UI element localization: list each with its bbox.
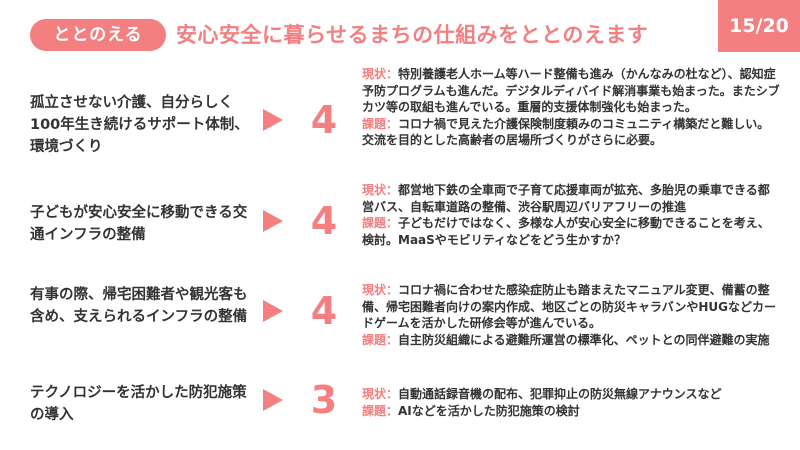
arrow-right-icon <box>263 109 283 131</box>
issue-label: 課題： <box>362 332 399 347</box>
issue-label: 課題： <box>362 403 399 418</box>
issue-text: 自主防災組織による避難所運営の標準化、ペットとの同伴避難の実施 <box>398 332 770 347</box>
status-label: 現状： <box>362 283 399 297</box>
policy-score: 4 <box>310 98 338 142</box>
policy-description: 現状：自動通話録音機の配布、犯罪抑止の防災無線アナウンスなど 課題：AIなどを活… <box>362 386 780 419</box>
slide-header: ととのえる 安心安全に暮らせるまちの仕組みをととのえます 15/20 <box>0 0 800 60</box>
policy-description: 現状：コロナ禍に合わせた感染症防止も踏まえたマニュアル変更、備蓄の整備、帰宅困難… <box>362 282 780 348</box>
status-text: 特別養護老人ホーム等ハード整備も進み（かんなみの杜など）、認知症予防プログラムも… <box>362 67 780 114</box>
issue-label: 課題： <box>362 216 399 230</box>
issue-text: 子どもだけではなく、多様な人が安心安全に移動できることを考え、検討。MaaSやモ… <box>362 216 770 247</box>
page-number-badge: 15/20 <box>718 0 800 52</box>
issue-text: コロナ禍で見えた介護保険制度頼みのコミュニティ構築だと難しい。交流を目的とした高… <box>362 116 770 148</box>
issue-text: AIなどを活かした防犯施策の検討 <box>398 403 580 418</box>
policy-theme: 有事の際、帰宅困難者や観光客も含め、支えられるインフラの整備 <box>30 287 248 325</box>
policy-score: 4 <box>310 289 338 333</box>
arrow-right-icon <box>263 389 283 411</box>
status-label: 現状： <box>362 67 399 81</box>
page-title: 安心安全に暮らせるまちの仕組みをととのえます <box>176 23 649 47</box>
policy-row: 孤立させない介護、自分らしく100年生き続けるサポート体制、環境づくり 4 現状… <box>0 64 800 172</box>
policy-row: テクノロジーを活かした防犯施策の導入 3 現状：自動通話録音機の配布、犯罪抑止の… <box>0 378 800 432</box>
status-text: コロナ禍に合わせた感染症防止も踏まえたマニュアル変更、備蓄の整備、帰宅困難者向け… <box>362 283 776 330</box>
policy-description: 現状：特別養護老人ホーム等ハード整備も進み（かんなみの杜など）、認知症予防プログ… <box>362 66 780 149</box>
policy-row: 有事の際、帰宅困難者や観光客も含め、支えられるインフラの整備 4 現状：コロナ禍… <box>0 280 800 366</box>
policy-row: 子どもが安心安全に移動できる交通インフラの整備 4 現状：都営地下鉄の全車両で子… <box>0 180 800 272</box>
policy-theme: テクノロジーを活かした防犯施策の導入 <box>30 385 247 423</box>
status-label: 現状： <box>362 387 399 401</box>
issue-label: 課題： <box>362 116 399 131</box>
policy-score: 4 <box>310 199 338 243</box>
policy-theme: 子どもが安心安全に移動できる交通インフラの整備 <box>30 205 248 243</box>
policy-theme: 孤立させない介護、自分らしく100年生き続けるサポート体制、環境づくり <box>30 95 249 155</box>
brand-label: ととのえる <box>30 19 166 51</box>
status-label: 現状： <box>362 183 399 197</box>
status-text: 都営地下鉄の全車両で子育て応援車両が拡充、多胎児の乗車できる都営バス、自転車道路… <box>362 183 770 214</box>
policy-description: 現状：都営地下鉄の全車両で子育て応援車両が拡充、多胎児の乗車できる都営バス、自転… <box>362 182 780 248</box>
arrow-right-icon <box>263 210 283 232</box>
policy-score: 3 <box>310 378 338 422</box>
status-text: 自動通話録音機の配布、犯罪抑止の防災無線アナウンスなど <box>398 387 722 401</box>
arrow-right-icon <box>263 300 283 322</box>
